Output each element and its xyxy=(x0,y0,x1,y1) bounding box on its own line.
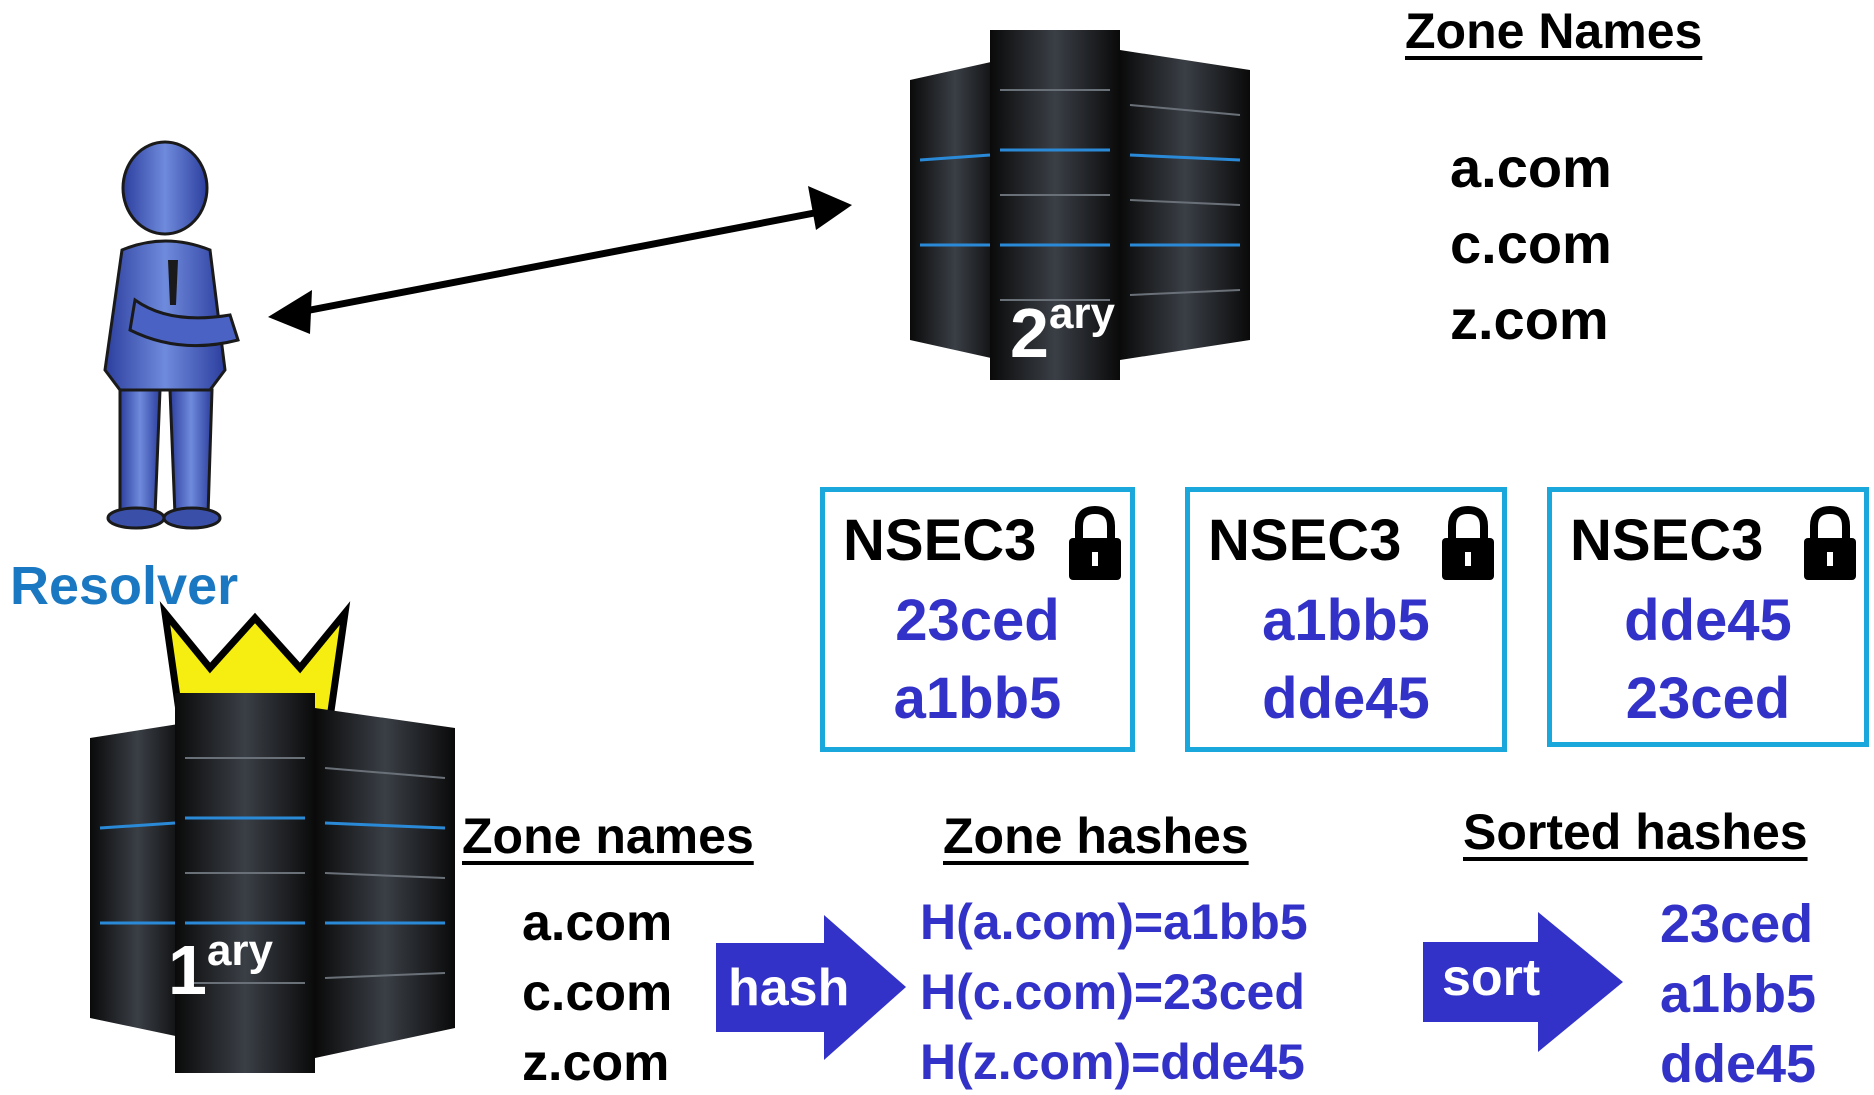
top-zone-name-item: z.com xyxy=(1450,288,1609,351)
nsec3-hash-to: 23ced xyxy=(1625,666,1791,731)
lock-icon xyxy=(1804,505,1856,580)
secondary-server-icon xyxy=(910,30,1250,380)
top-zone-name-item: c.com xyxy=(1450,212,1612,275)
secondary-server-label-sup: ary xyxy=(1048,289,1116,338)
nsec3-record-box: NSEC3 dde45 23ced xyxy=(1547,487,1869,747)
top-zone-name-item: a.com xyxy=(1450,136,1612,199)
nsec3-record-box: NSEC3 23ced a1bb5 xyxy=(820,487,1135,752)
primary-server-label-main: 1 xyxy=(168,931,207,1009)
zone-names-heading: Zone names xyxy=(462,808,754,864)
nsec3-title: NSEC3 xyxy=(843,508,1037,573)
sort-arrow xyxy=(1423,912,1623,1052)
zone-name-item: c.com xyxy=(522,964,673,1022)
sorted-hash-item: dde45 xyxy=(1660,1034,1817,1094)
lock-icon xyxy=(1069,505,1121,580)
nsec3-record-box: NSEC3 a1bb5 dde45 xyxy=(1185,487,1507,752)
resolver-person-icon xyxy=(103,140,240,530)
secondary-server-label: 2ary xyxy=(1010,292,1115,369)
hash-arrow-label: hash xyxy=(728,959,850,1017)
zone-hash-item: H(c.com)=23ced xyxy=(920,964,1305,1020)
sorted-hashes-heading: Sorted hashes xyxy=(1463,804,1808,860)
zone-name-item: z.com xyxy=(522,1034,670,1092)
nsec3-hash-to: a1bb5 xyxy=(893,666,1062,731)
nsec3-title: NSEC3 xyxy=(1570,508,1764,573)
nsec3-hash-from: dde45 xyxy=(1624,588,1792,653)
secondary-server-label-main: 2 xyxy=(1010,294,1049,372)
top-zone-names-heading: Zone Names xyxy=(1405,3,1703,59)
sorted-hash-item: a1bb5 xyxy=(1660,964,1817,1024)
primary-server-icon xyxy=(90,693,455,1073)
nsec3-hash-from: 23ced xyxy=(895,588,1060,653)
hash-arrow xyxy=(716,915,906,1060)
nsec3-hash-from: a1bb5 xyxy=(1262,588,1430,653)
lock-icon xyxy=(1442,505,1494,580)
resolver-label: Resolver xyxy=(10,556,239,616)
nsec3-hash-to: dde45 xyxy=(1262,666,1430,731)
primary-server-label: 1ary xyxy=(168,929,273,1006)
sort-arrow-label: sort xyxy=(1442,949,1541,1007)
nsec3-title: NSEC3 xyxy=(1208,508,1402,573)
primary-server-label-sup: ary xyxy=(206,926,274,975)
zone-name-item: a.com xyxy=(522,894,673,952)
zone-hash-item: H(a.com)=a1bb5 xyxy=(920,894,1308,950)
sorted-hash-item: 23ced xyxy=(1660,894,1814,954)
zone-hashes-heading: Zone hashes xyxy=(943,808,1249,864)
zone-hash-item: H(z.com)=dde45 xyxy=(920,1034,1305,1090)
